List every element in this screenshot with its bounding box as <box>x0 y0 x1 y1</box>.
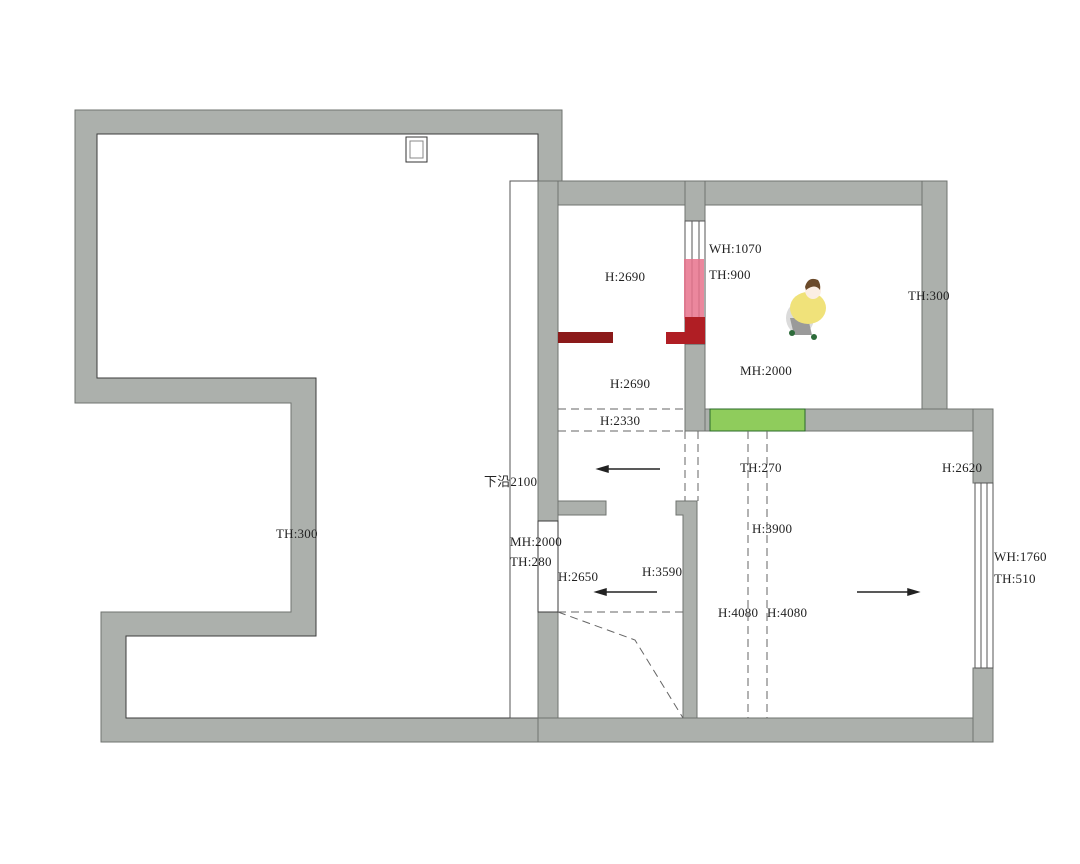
beam-right <box>666 317 705 344</box>
room-a-h2-label: H:2690 <box>610 376 651 391</box>
living-th-label: TH:270 <box>740 460 782 475</box>
bedroom-th-label: TH:900 <box>709 267 751 282</box>
left-wall-th-label: TH:300 <box>276 526 318 541</box>
direction-arrow-icon <box>593 464 921 597</box>
door-th-label: TH:280 <box>510 554 552 569</box>
person-figure-icon <box>786 278 826 340</box>
living-h-mid-label: H:3900 <box>752 521 793 536</box>
bedroom-wh-label: WH:1070 <box>709 241 762 256</box>
door-opening[interactable] <box>537 520 559 613</box>
bedroom-wall-th-label: TH:300 <box>908 288 950 303</box>
door-mh-label: MH:2000 <box>510 534 562 549</box>
room-a-h1-label: H:2690 <box>605 269 646 284</box>
living-window-wh-label: WH:1760 <box>994 549 1047 564</box>
living-window[interactable] <box>974 482 994 669</box>
stair-h1-label: H:2650 <box>558 569 599 584</box>
corridor-h-label: H:2330 <box>600 413 641 428</box>
bedroom-mh-label: MH:2000 <box>740 363 792 378</box>
stair-h2-label: H:3590 <box>642 564 683 579</box>
living-h-top-label: H:2620 <box>942 460 983 475</box>
green-door[interactable] <box>709 408 806 432</box>
living-h-left-label: H:4080 <box>718 605 759 620</box>
living-h-right-label: H:4080 <box>767 605 808 620</box>
ceiling-edge-label: 下沿2100 <box>484 474 538 489</box>
beam-left <box>558 332 613 343</box>
living-window-th-label: TH:510 <box>994 571 1036 586</box>
